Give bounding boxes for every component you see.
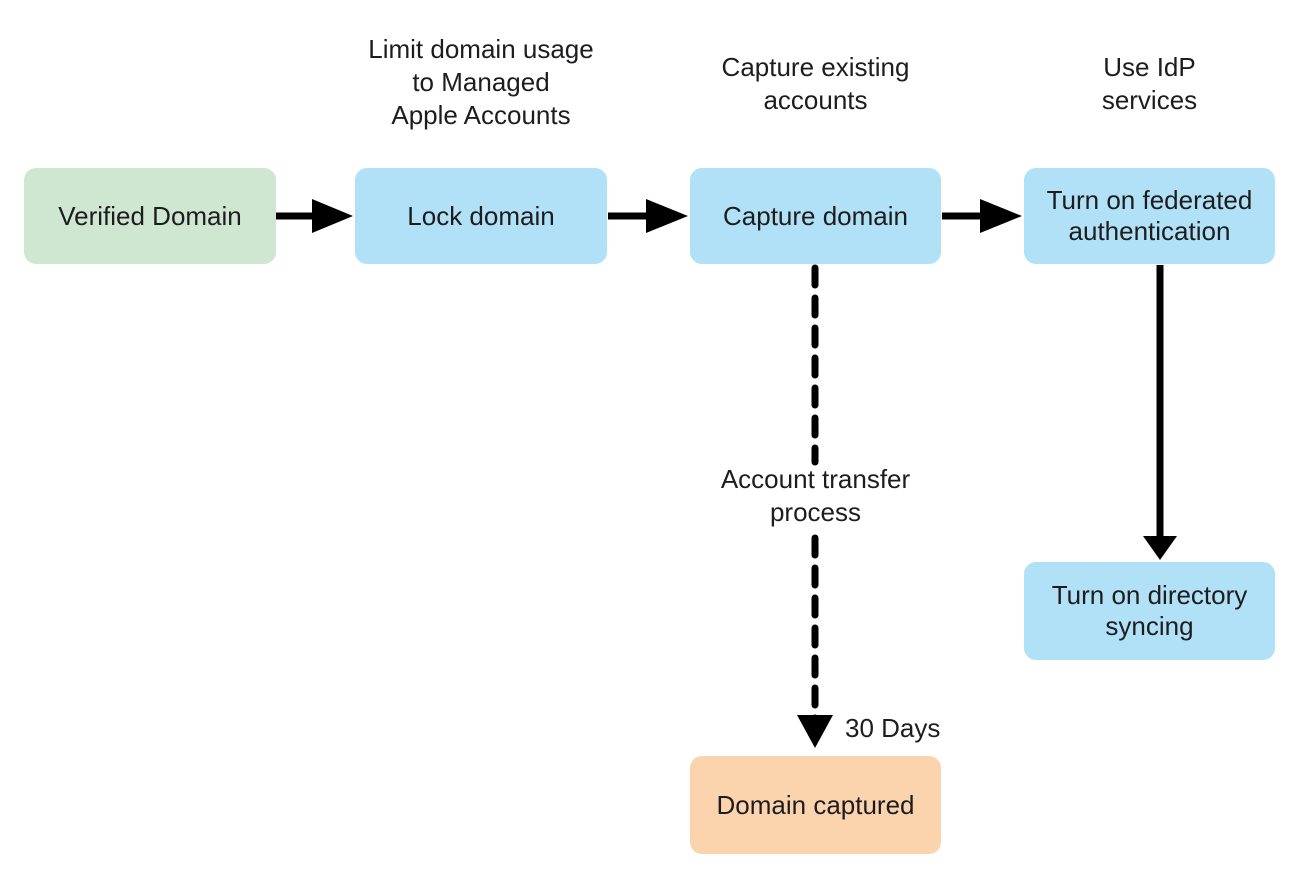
caption-capture-existing-accounts: Capture existing accounts (721, 52, 910, 115)
caption-thirty-days: 30 Days (845, 713, 941, 743)
edge-lock-to-capture (608, 199, 688, 233)
node-turn-on-directory-syncing[interactable]: Turn on directory syncing (1024, 562, 1275, 660)
edge-capture-to-federated (942, 199, 1022, 233)
node-capture-domain[interactable]: Capture domain (690, 168, 941, 264)
node-label: Lock domain (407, 200, 555, 231)
edge-verified-to-lock (276, 199, 353, 233)
node-label: Capture domain (723, 200, 908, 231)
node-label: Turn on federated authentication (1046, 185, 1253, 246)
edge-capture-to-domain-captured (797, 264, 833, 748)
caption-limit-domain-usage: Limit domain usage to Managed Apple Acco… (368, 34, 594, 130)
node-domain-captured[interactable]: Domain captured (690, 756, 941, 854)
node-turn-on-federated-authentication[interactable]: Turn on federated authentication (1024, 168, 1275, 264)
node-label: Verified Domain (58, 200, 242, 231)
node-label: Turn on directory syncing (1051, 580, 1248, 641)
caption-account-transfer-process: Account transfer process (720, 464, 911, 527)
edge-federated-to-directory-syncing (1143, 265, 1177, 560)
node-lock-domain[interactable]: Lock domain (355, 168, 607, 264)
caption-use-idp-services: Use IdP services (1101, 52, 1198, 115)
node-verified-domain[interactable]: Verified Domain (24, 168, 276, 264)
node-label: Domain captured (716, 789, 915, 820)
